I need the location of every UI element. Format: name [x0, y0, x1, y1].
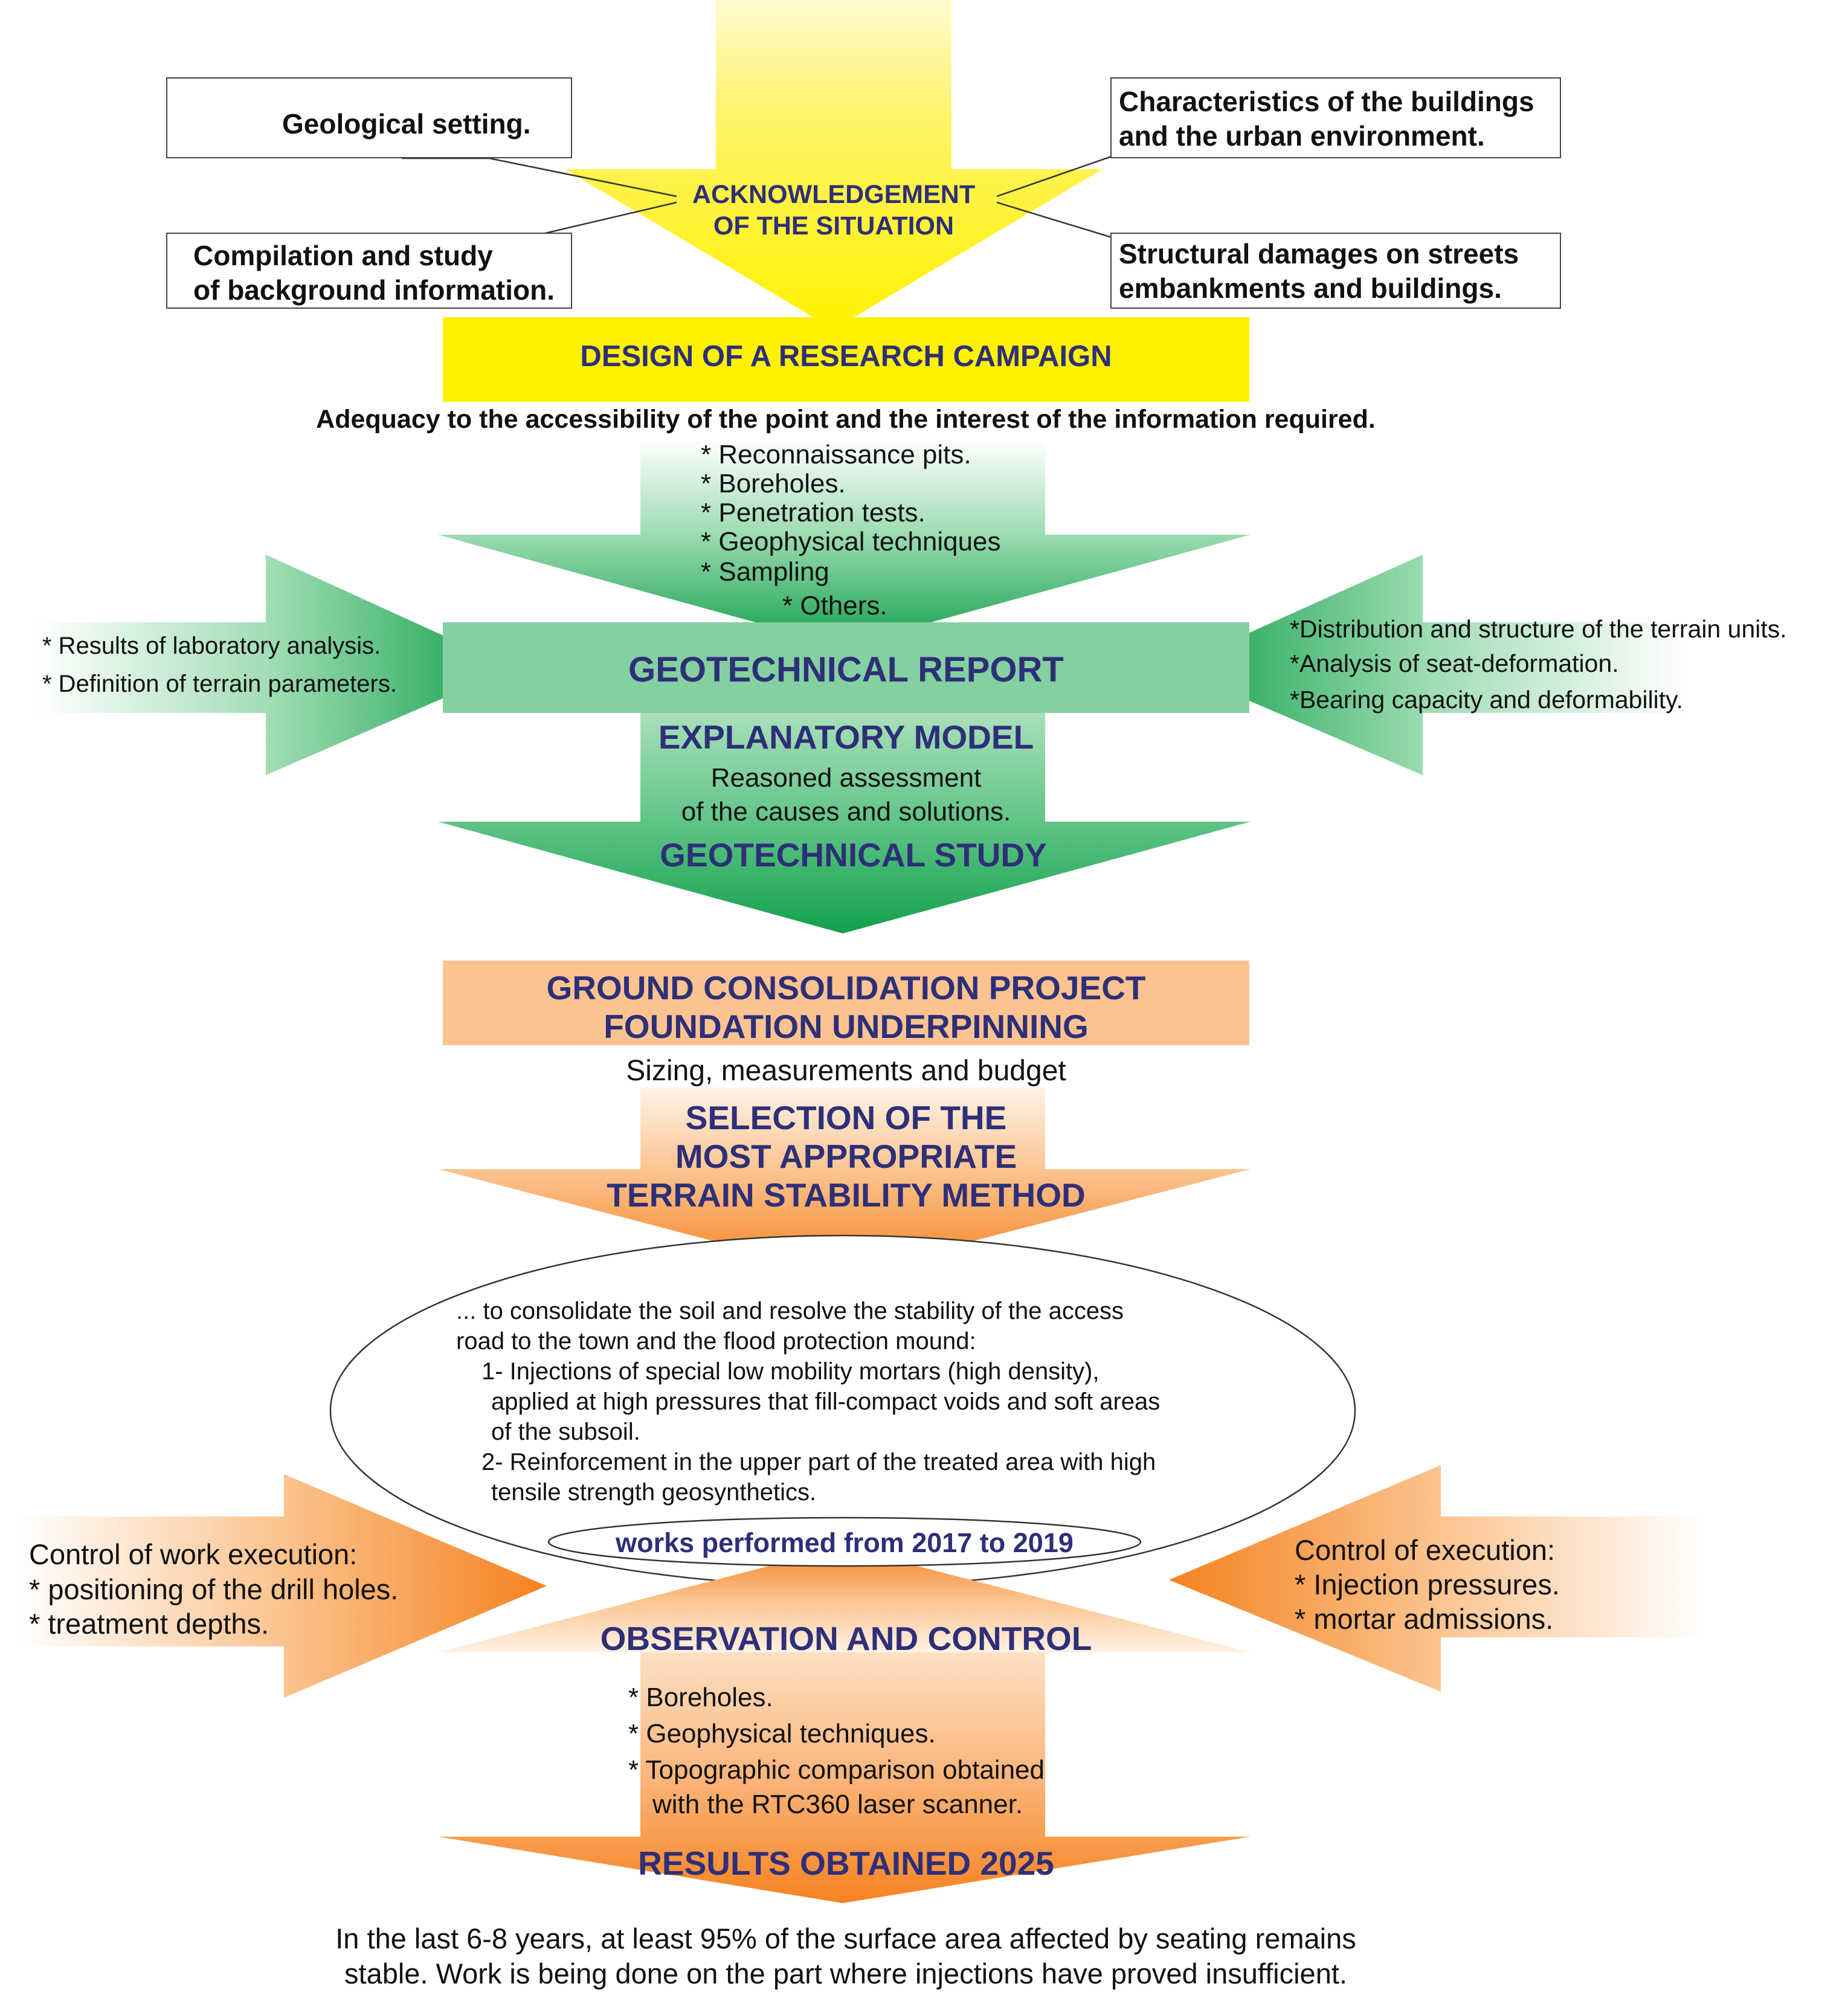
- method-item-1: of the subsoil.: [491, 1419, 640, 1445]
- control-item: * treatment depths.: [29, 1608, 269, 1640]
- works-ellipse: [547, 1516, 1142, 1567]
- observation-up-arrow: [438, 1547, 1251, 1652]
- results-text: In the last 6-8 years, at least 95% of t…: [335, 1922, 1356, 1990]
- research-arrow: [438, 440, 1251, 646]
- research-item: * Others.: [782, 591, 887, 620]
- design-campaign-bar: [443, 317, 1249, 402]
- right-input-arrow: [1172, 555, 1685, 775]
- works-period-label: works performed from 2017 to 2019: [616, 1527, 1074, 1558]
- method-item-1: 1- Injections of special low mobility mo…: [481, 1358, 1099, 1385]
- terrain-item: *Analysis of seat-deformation.: [1290, 649, 1619, 677]
- terrain-item: *Distribution and structure of the terra…: [1290, 615, 1787, 643]
- acknowledgement-label: ACKNOWLEDGEMENT OF THE SITUATION: [692, 180, 976, 240]
- control-item: * Injection pressures.: [1295, 1568, 1560, 1600]
- method-item-2: 2- Reinforcement in the upper part of th…: [481, 1449, 1156, 1475]
- research-item: * Sampling: [701, 557, 829, 587]
- geotechnical-report-bar: [443, 622, 1249, 713]
- background-info-box: [166, 233, 572, 309]
- control-item: Control of execution:: [1295, 1534, 1556, 1566]
- buildings-box: [1110, 77, 1561, 158]
- left-input-arrow: [36, 555, 514, 775]
- method-item-1: applied at high pressures that fill-comp…: [491, 1388, 1161, 1415]
- explanatory-model-title: EXPLANATORY MODEL: [658, 718, 1034, 756]
- observation-item: with the RTC360 laser scanner.: [652, 1790, 1023, 1819]
- observation-control-title: OBSERVATION AND CONTROL: [600, 1620, 1092, 1657]
- study-arrow: [438, 713, 1251, 933]
- reasoned-assessment-text: Reasoned assessment of the causes and so…: [681, 763, 1011, 826]
- design-campaign-title: DESIGN OF A RESEARCH CAMPAIGN: [580, 340, 1112, 373]
- damages-label: Structural damages on streets embankment…: [1119, 238, 1519, 304]
- geological-setting-label: Geological setting.: [282, 108, 531, 140]
- control-item: * positioning of the drill holes.: [29, 1573, 399, 1605]
- method-intro: road to the town and the flood protectio…: [456, 1328, 976, 1355]
- method-intro: ... to consolidate the soil and resolve …: [456, 1298, 1124, 1324]
- acknowledgement-arrow: [565, 0, 1103, 329]
- left-control-arrow: [18, 1474, 547, 1698]
- geotechnical-study-title: GEOTECHNICAL STUDY: [660, 836, 1047, 874]
- buildings-label: Characteristics of the buildings and the…: [1119, 86, 1534, 152]
- geological-setting-box: [166, 77, 572, 158]
- background-info-label: Compilation and study of background info…: [193, 240, 555, 306]
- adequacy-text: Adequacy to the accessibility of the poi…: [316, 405, 1376, 434]
- control-item: * mortar admissions.: [1295, 1603, 1554, 1635]
- method-item-2: tensile strength geosynthetics.: [491, 1479, 817, 1506]
- observation-item: * Geophysical techniques.: [628, 1719, 936, 1748]
- observation-item: * Boreholes.: [628, 1683, 773, 1712]
- results-title: RESULTS OBTAINED 2025: [638, 1845, 1054, 1882]
- observation-item: * Topographic comparison obtained: [628, 1755, 1045, 1785]
- selection-arrow: [438, 1088, 1251, 1275]
- research-item: * Penetration tests.: [701, 498, 926, 527]
- control-item: Control of work execution:: [29, 1538, 358, 1570]
- terrain-item: *Bearing capacity and deformability.: [1290, 686, 1684, 714]
- research-item: * Reconnaissance pits.: [701, 440, 971, 469]
- lab-item: * Definition of terrain parameters.: [42, 671, 397, 697]
- consolidation-project-title: GROUND CONSOLIDATION PROJECT FOUNDATION …: [546, 969, 1146, 1045]
- lab-item: * Results of laboratory analysis.: [42, 633, 381, 659]
- sizing-text: Sizing, measurements and budget: [626, 1055, 1066, 1087]
- selection-method-title: SELECTION OF THE MOST APPROPRIATE TERRAI…: [607, 1099, 1086, 1214]
- research-item: * Geophysical techniques: [701, 527, 1001, 556]
- damages-box: [1110, 233, 1561, 309]
- results-arrow: [438, 1652, 1251, 1903]
- geotechnical-report-title: GEOTECHNICAL REPORT: [628, 650, 1064, 689]
- right-control-arrow: [1169, 1465, 1704, 1692]
- consolidation-project-bar: [443, 961, 1249, 1045]
- research-item: * Boreholes.: [701, 469, 846, 498]
